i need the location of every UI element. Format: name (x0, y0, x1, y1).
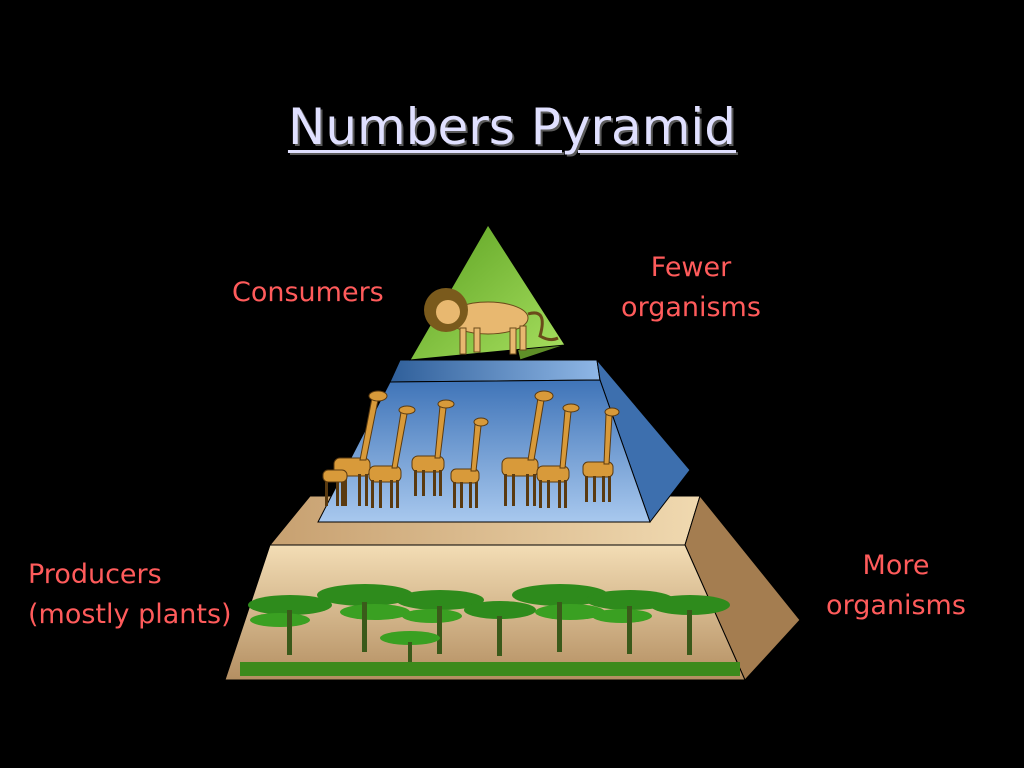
producers-tier (224, 494, 801, 681)
producers-label: Producers (mostly plants) (28, 555, 232, 635)
producers-label-line1: Producers (28, 559, 162, 590)
fewer-organisms-label: Fewer organisms (605, 248, 777, 328)
consumers-middle-tier (317, 358, 691, 524)
lion-icon (424, 288, 559, 355)
consumers-top-tier (409, 224, 566, 361)
giraffes (322, 390, 620, 508)
more-label-line2: organisms (826, 590, 966, 621)
fewer-label-line2: organisms (621, 292, 761, 323)
more-organisms-label: More organisms (808, 546, 984, 626)
acacia-trees (248, 584, 730, 662)
producers-label-line2: (mostly plants) (28, 599, 232, 630)
slide-title: Numbers Pyramid (287, 98, 737, 156)
consumers-label: Consumers (232, 277, 384, 308)
more-label-line1: More (862, 550, 930, 581)
fewer-label-line1: Fewer (650, 252, 732, 283)
